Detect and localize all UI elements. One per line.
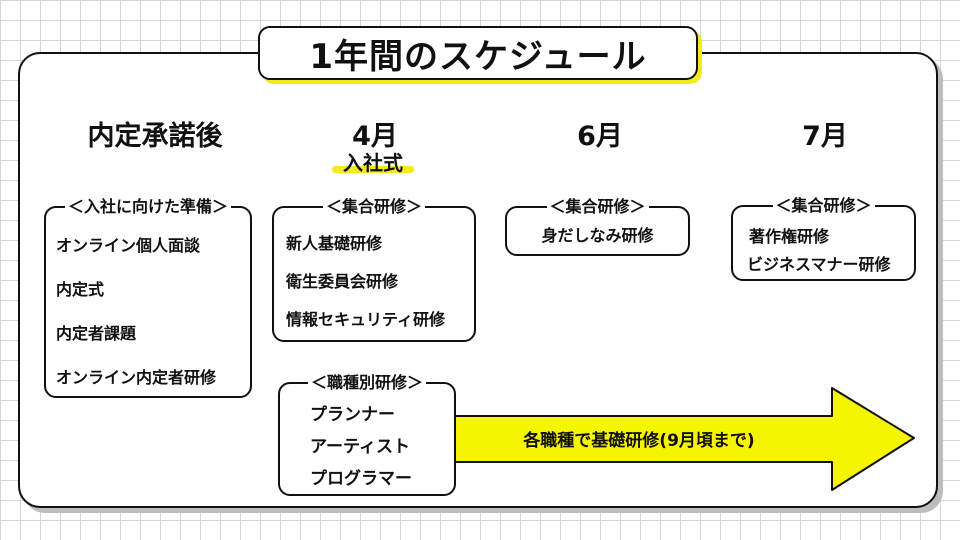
june-training-item: 身だしなみ研修 bbox=[541, 226, 654, 245]
arrow-text: 各職種で基礎研修(9月頃まで) bbox=[523, 431, 755, 451]
job-type-item: プランナー bbox=[310, 405, 395, 425]
job-type-training-label: ＜職種別研修＞ bbox=[307, 372, 427, 394]
april-group-training-box: ＜集合研修＞ 新人基礎研修 衛生委員会研修 情報セキュリティ研修 bbox=[272, 196, 476, 342]
onboarding-item: 内定者課題 bbox=[56, 324, 137, 343]
onboarding-item: オンライン個人面談 bbox=[56, 236, 201, 255]
column-heading-after-offer: 内定承諾後 bbox=[87, 121, 223, 152]
june-group-training-box: ＜集合研修＞ 身だしなみ研修 bbox=[505, 196, 690, 256]
april-group-training-label: ＜集合研修＞ bbox=[322, 196, 426, 218]
july-group-training-label: ＜集合研修＞ bbox=[772, 195, 875, 217]
july-training-item: 著作権研修 bbox=[749, 227, 830, 246]
onboarding-item: 内定式 bbox=[56, 280, 105, 299]
july-training-item: ビジネスマナー研修 bbox=[747, 255, 891, 274]
onboarding-item: オンライン内定者研修 bbox=[56, 368, 217, 387]
onboarding-box: ＜入社に向けた準備＞ オンライン個人面談 内定式 内定者課題 オンライン内定者研… bbox=[44, 196, 252, 398]
page-title: 1年間のスケジュール bbox=[258, 26, 698, 80]
column-subheading-entrance-ceremony: 入社式 bbox=[343, 151, 403, 175]
april-training-item: 情報セキュリティ研修 bbox=[286, 310, 446, 329]
subheading-highlight bbox=[332, 166, 414, 173]
job-type-item: アーティスト bbox=[310, 437, 410, 457]
job-type-item: プログラマー bbox=[310, 469, 412, 489]
job-type-training-box: ＜職種別研修＞ プランナー アーティスト プログラマー bbox=[278, 372, 456, 496]
column-heading-july: 7月 bbox=[802, 121, 848, 152]
july-group-training-box: ＜集合研修＞ 著作権研修 ビジネスマナー研修 bbox=[731, 195, 916, 281]
column-heading-april: 4月 bbox=[352, 121, 398, 152]
column-heading-june: 6月 bbox=[577, 121, 623, 152]
june-group-training-label: ＜集合研修＞ bbox=[546, 196, 649, 218]
onboarding-box-label: ＜入社に向けた準備＞ bbox=[64, 196, 232, 218]
april-training-item: 衛生委員会研修 bbox=[286, 272, 399, 291]
april-training-item: 新人基礎研修 bbox=[286, 234, 383, 253]
